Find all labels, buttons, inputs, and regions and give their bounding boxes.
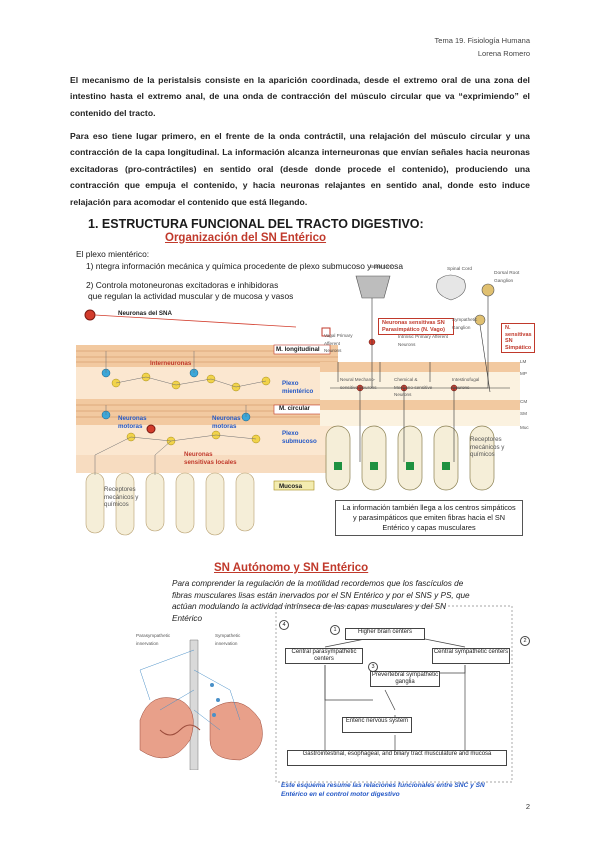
label-neuronas-motoras-2: Neuronas motoras: [212, 415, 241, 430]
plexo-item-1: 1) ntegra información mecánica y química…: [86, 261, 404, 271]
label-dorsal-root: Dorsal Root Ganglion: [494, 271, 520, 284]
label-spinal-cord: Spinal Cord: [447, 267, 473, 272]
label-cm: CM: [520, 399, 528, 404]
box-parasympathetic-centers: Central parasympathetic centers: [285, 648, 363, 664]
enteric-plexus-illustration: [76, 309, 338, 536]
label-sympathetic-innervation: Sympathetic innervation: [215, 633, 241, 646]
label-mp: MP: [520, 371, 527, 376]
plexo-heading: El plexo mientérico:: [76, 249, 150, 259]
label-intrinsic: Intrinsic Primary Afferent Neurons: [398, 334, 448, 347]
box-gi-musculature: Gastrointestinal, esophageal, and biliar…: [287, 750, 507, 766]
number-4: 4: [279, 620, 289, 630]
label-neuronas-sensitivas: Neuronas sensitivas locales: [184, 451, 237, 466]
page-number: 2: [525, 802, 530, 811]
paragraph-mechanism: Para eso tiene lugar primero, en el fren…: [70, 131, 530, 207]
label-muc: Muc: [520, 425, 529, 430]
box-higher-centers: Higher brain centers: [345, 628, 425, 640]
box-sn-simpatico: N. sensitivas SN Simpático: [501, 323, 535, 353]
enteric-circuit-schematic: [320, 274, 520, 491]
label-vagal: Vagal Primary Afferent Neurons: [324, 333, 353, 353]
label-sympathetic: Sympathetic Ganglion: [452, 317, 478, 330]
plexo-item-2b: que regulan la actividad muscular y de m…: [88, 291, 294, 301]
plexo-item-2: 2) Controla motoneuronas excitadoras e i…: [86, 280, 279, 290]
number-1: 1: [330, 625, 340, 635]
figure2-intro: Para comprender la regulación de la moti…: [172, 579, 470, 623]
paragraph-peristalsis: El mecanismo de la peristalsis consiste …: [70, 75, 530, 118]
label-mucosa: Mucosa: [279, 483, 303, 490]
autonomic-innervation-illustration: [139, 639, 263, 770]
number-2: 2: [520, 636, 530, 646]
page-header: Tema 19. Fisiología Humana Lorena Romero: [435, 34, 530, 60]
number-3: 3: [368, 662, 378, 672]
label-receptores-left: Receptores mecánicos y químicos: [104, 486, 139, 508]
header-author: Lorena Romero: [477, 49, 530, 58]
label-neural-mech: Neural Mechano-sensitive Neurons: [340, 377, 377, 390]
label-chemical: Chemical & Mechano-sensitive Neurons: [394, 377, 433, 397]
figure1-subtitle: Organización del SN Entérico: [165, 232, 327, 244]
label-m-circular: M. circular: [279, 405, 310, 412]
label-sm: SM: [520, 411, 527, 416]
figure2-caption: Este esquema resume las relaciones funci…: [281, 782, 485, 798]
label-m-longitudinal: M. longitudinal: [276, 346, 320, 353]
box-sn-parasimpatico: Neuronas sensitivas SN Parasimpático (N.…: [378, 318, 454, 335]
box-enteric-nervous-system: Enteric nervous system: [342, 717, 412, 733]
label-plexo-submucoso: Plexo submucoso: [282, 430, 317, 445]
info-box-centros: La información también llega a los centr…: [335, 500, 523, 536]
label-receptores-right: Receptores mecánicos y químicos: [470, 436, 505, 458]
label-neuronas-motoras-1: Neuronas motoras: [118, 415, 147, 430]
label-brain-stem: Brain Stem: [370, 265, 394, 270]
label-plexo-mienterico: Plexo mientérico: [282, 380, 314, 395]
header-course: Tema 19. Fisiología Humana: [434, 36, 530, 45]
figure1-title: 1. ESTRUCTURA FUNCIONAL DEL TRACTO DIGES…: [88, 217, 424, 231]
figure2-title: SN Autónomo y SN Entérico: [214, 562, 369, 574]
label-neuronas-sna: Neuronas del SNA: [118, 310, 172, 317]
box-prevertebral-ganglia: Prevertebral sympathetic ganglia: [370, 671, 440, 687]
box-sympathetic-centers: Central sympathetic centers: [432, 648, 510, 664]
label-lm: LM: [520, 359, 527, 364]
label-parasympathetic: Parasympathetic innervation: [136, 633, 171, 646]
label-intestinofugal: Intestinofugal Neurons: [452, 377, 480, 390]
label-interneuronas: Interneuronas: [150, 360, 192, 367]
